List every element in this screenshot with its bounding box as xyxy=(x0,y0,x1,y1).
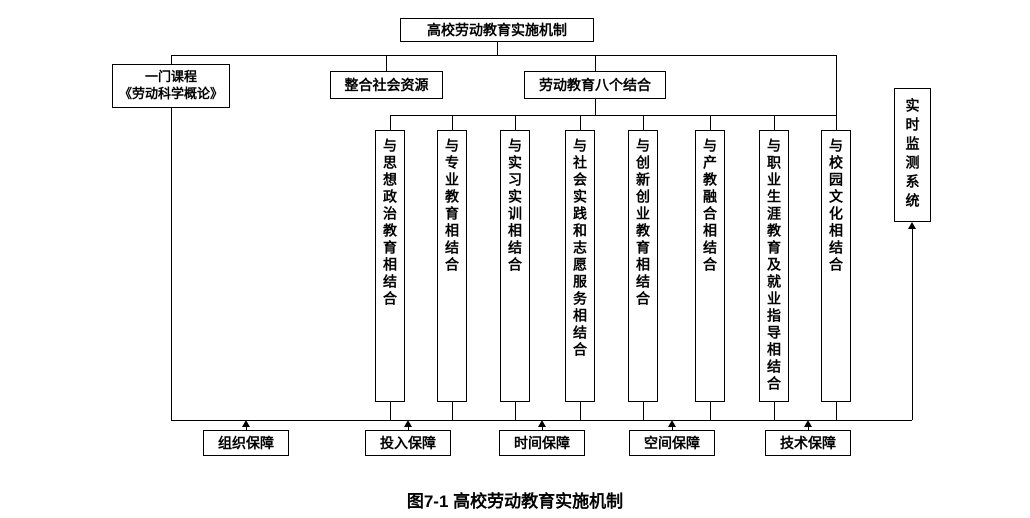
connector-col-drop-7 xyxy=(774,115,775,130)
column-label-4: 与社会实践和志愿服务相结合 xyxy=(572,138,588,359)
monitor-node: 实时监测系统 xyxy=(894,88,931,222)
arrowhead-monitor xyxy=(908,222,916,229)
connector-left-riser xyxy=(171,108,172,420)
column-label-1: 与思想政治教育相结合 xyxy=(382,138,398,308)
connector-col-drop-2 xyxy=(452,115,453,130)
connector-col-stub-6 xyxy=(710,402,711,420)
connector-drop-right xyxy=(836,55,837,130)
column-node-2: 与专业教育相结合 xyxy=(437,130,467,402)
column-node-1: 与思想政治教育相结合 xyxy=(375,130,405,402)
root-node-label: 高校劳动教育实施机制 xyxy=(427,21,567,38)
support-node-3: 时间保障 xyxy=(499,430,585,456)
arrowhead-support-3 xyxy=(538,420,546,427)
support-node-4: 空间保障 xyxy=(629,430,715,456)
arrowhead-support-5 xyxy=(804,420,812,427)
arrowhead-support-2 xyxy=(404,420,412,427)
resources-node-label: 整合社会资源 xyxy=(344,76,429,93)
column-label-8: 与校园文化相结合 xyxy=(828,138,844,274)
column-node-5: 与创新创业教育相结合 xyxy=(628,130,658,402)
column-node-7: 与职业生涯教育及就业指导相结合 xyxy=(759,130,789,402)
column-node-3: 与实习实训相结合 xyxy=(500,130,530,402)
column-node-8: 与校园文化相结合 xyxy=(821,130,851,402)
connector-col-stub-2 xyxy=(452,402,453,420)
connector-col-drop-6 xyxy=(710,115,711,130)
connector-right-riser xyxy=(912,228,913,420)
support-label-2: 投入保障 xyxy=(380,434,436,451)
figure-caption: 图7-1 高校劳动教育实施机制 xyxy=(406,492,624,511)
root-node: 高校劳动教育实施机制 xyxy=(400,18,594,42)
column-label-5: 与创新创业教育相结合 xyxy=(635,138,651,308)
support-node-5: 技术保障 xyxy=(765,430,851,456)
monitor-node-label: 实时监测系统 xyxy=(904,98,921,212)
connector-support-1 xyxy=(246,424,247,430)
connector-col-stub-8 xyxy=(836,402,837,420)
arrowhead-support-4 xyxy=(668,420,676,427)
connector-col-drop-5 xyxy=(643,115,644,130)
connector-col-drop-3 xyxy=(515,115,516,130)
support-label-5: 技术保障 xyxy=(780,434,836,451)
course-node-line1: 一门课程 xyxy=(144,69,197,85)
column-label-6: 与产教融合相结合 xyxy=(702,138,718,274)
connector-eight-bus xyxy=(390,115,836,116)
connector-col-stub-5 xyxy=(643,402,644,420)
connector-col-drop-1 xyxy=(390,115,391,130)
connector-drop-course xyxy=(171,55,172,64)
connector-support-5 xyxy=(808,424,809,430)
connector-eight-stub xyxy=(595,99,596,115)
support-label-4: 空间保障 xyxy=(644,434,700,451)
connector-support-4 xyxy=(672,424,673,430)
support-label-3: 时间保障 xyxy=(514,434,570,451)
connector-root-stub xyxy=(497,42,498,55)
support-label-1: 组织保障 xyxy=(218,434,274,451)
connector-col-stub-4 xyxy=(580,402,581,420)
column-node-4: 与社会实践和志愿服务相结合 xyxy=(565,130,595,402)
column-node-6: 与产教融合相结合 xyxy=(695,130,725,402)
course-node-line2: 《劳动科学概论》 xyxy=(118,86,223,101)
eight-header-node: 劳动教育八个结合 xyxy=(524,71,666,99)
support-node-2: 投入保障 xyxy=(365,430,451,456)
column-label-3: 与实习实训相结合 xyxy=(507,138,523,274)
column-label-2: 与专业教育相结合 xyxy=(444,138,460,274)
connector-drop-eight xyxy=(595,55,596,71)
connector-col-drop-4 xyxy=(580,115,581,130)
arrowhead-support-1 xyxy=(242,420,250,427)
eight-header-label: 劳动教育八个结合 xyxy=(539,76,651,93)
resources-node: 整合社会资源 xyxy=(330,71,443,99)
connector-col-stub-3 xyxy=(515,402,516,420)
support-node-1: 组织保障 xyxy=(203,430,289,456)
connector-support-3 xyxy=(542,424,543,430)
connector-top-bus xyxy=(171,55,836,56)
connector-support-2 xyxy=(408,424,409,430)
connector-col-stub-1 xyxy=(390,402,391,420)
connector-drop-resources xyxy=(386,55,387,71)
connector-col-stub-7 xyxy=(774,402,775,420)
course-node: 一门课程 《劳动科学概论》 xyxy=(112,64,230,108)
column-label-7: 与职业生涯教育及就业指导相结合 xyxy=(766,138,782,393)
